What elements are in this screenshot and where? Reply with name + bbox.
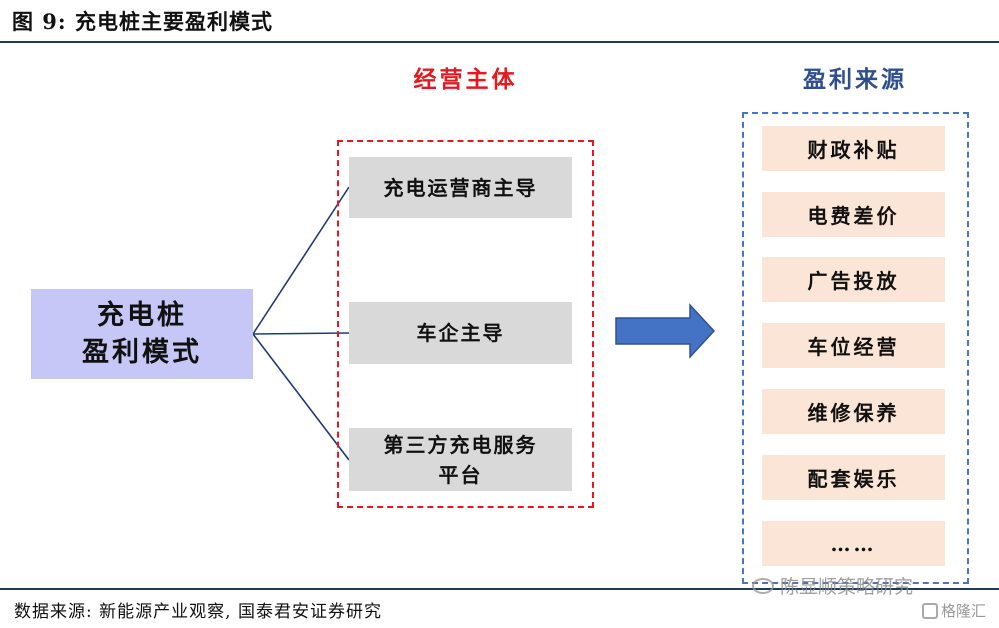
profit-source-title: 盈利来源: [803, 66, 907, 93]
subject-node-1: 充电运营商主导: [349, 157, 572, 218]
profit-source-group: [742, 112, 969, 584]
source-footnote: 数据来源: 新能源产业观察, 国泰君安证券研究: [14, 602, 382, 622]
publisher-logo: 格隆汇: [922, 600, 986, 621]
profit-source-2: 电费差价: [762, 192, 945, 237]
top-rule: [0, 41, 999, 43]
logo-text: 格隆汇: [941, 602, 987, 620]
subject-node-1-line1: 充电运营商主导: [383, 175, 538, 200]
center-node-line1: 充电桩: [97, 300, 187, 331]
profit-source-5: 维修保养: [762, 389, 945, 434]
subject-node-2-line1: 车企主导: [416, 321, 505, 345]
subject-node-3-line1: 第三方充电服务: [383, 432, 538, 457]
subject-node-3-line2: 平台: [438, 462, 483, 487]
profit-source-3: 广告投放: [762, 257, 945, 302]
profit-source-1: 财政补贴: [762, 126, 945, 171]
operating-subject-group: [337, 140, 594, 508]
figure-title: 图 9: 充电桩主要盈利模式: [12, 9, 273, 34]
operating-subject-title: 经营主体: [413, 66, 518, 93]
wechat-icon: [752, 577, 774, 594]
connector-line-2: [252, 332, 350, 335]
center-node-line2: 盈利模式: [82, 337, 202, 368]
connector-line-1: [252, 186, 350, 335]
subject-node-3: 第三方充电服务 平台: [349, 428, 572, 491]
bottom-rule: [0, 588, 999, 590]
center-node: 充电桩 盈利模式: [31, 289, 253, 379]
watermark-text: 陈显顺策略研究: [780, 576, 914, 598]
profit-source-7: ……: [762, 521, 945, 566]
right-arrow-icon: [615, 303, 716, 359]
logo-icon: [922, 602, 938, 619]
subject-node-2: 车企主导: [349, 302, 572, 364]
profit-source-6: 配套娱乐: [762, 455, 945, 500]
profit-source-4: 车位经营: [762, 323, 945, 368]
watermark: 陈显顺策略研究: [752, 572, 913, 599]
connector-line-3: [252, 333, 350, 461]
